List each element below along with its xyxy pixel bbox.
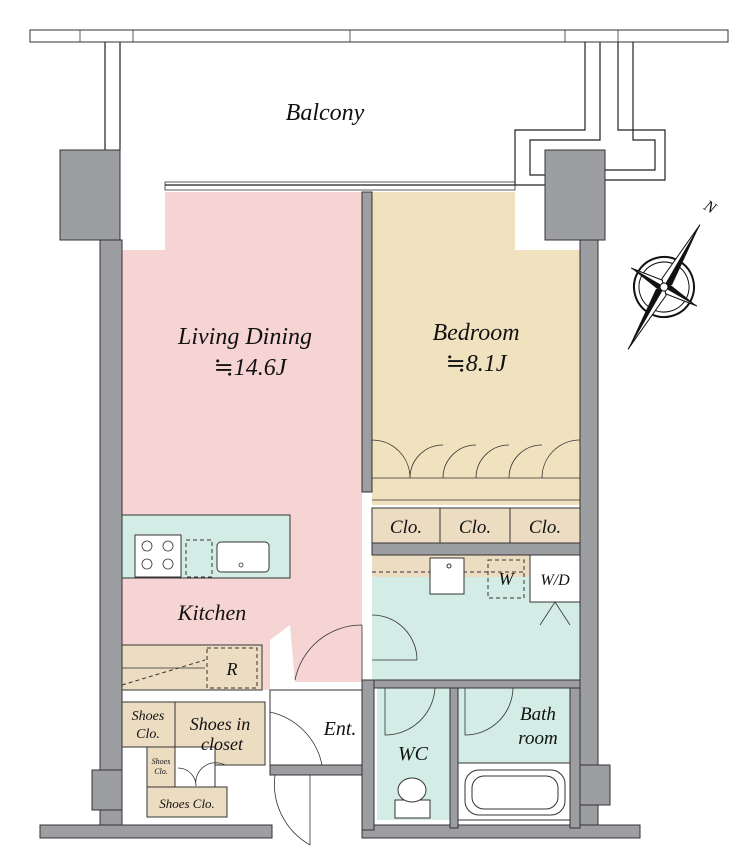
compass-north-label: N [700,197,720,218]
kitchen-label: Kitchen [177,600,246,625]
closet-label: Clo. [390,517,422,538]
fridge-area: R [121,644,263,691]
bath-label: Bath [520,704,556,725]
bedroom-size: ≒8.1J [446,351,508,377]
living-dining-size: ≒14.6J [214,355,288,381]
washer-label: W [499,569,516,589]
living-door [294,624,363,681]
wc: WC [384,687,436,819]
bedroom-closets: Clo. Clo. Clo. [371,507,581,544]
toilet-icon [397,777,427,803]
closet-label: Clo. [529,517,561,538]
shoes-closet-small-label: Clo. [154,767,168,776]
bath-label: room [518,728,557,749]
compass-icon [627,224,701,350]
kitchen-counter [121,514,291,579]
shoes-closet-label: Clo. [136,727,160,742]
bedroom-area [372,192,580,505]
kitchen-sink-icon [216,541,270,573]
bedroom-label: Bedroom [432,320,519,346]
washroom-fixtures: W W/D [371,554,581,661]
shoe-closets: Shoes Clo. Shoes in closet Shoes Clo. Sh… [121,701,266,818]
entrance: Ent. [269,689,363,846]
balcony-label: Balcony [286,100,365,126]
bathroom-area [458,688,570,763]
walls [39,149,641,839]
shoes-closet-small-label: Shoes [152,757,171,766]
washer-dryer-label: W/D [540,572,570,589]
closet-label: Clo. [459,517,491,538]
balcony: Balcony [29,29,729,186]
shoes-in-closet-label: Shoes in [190,714,251,734]
bedroom-closet-doors [371,439,581,501]
bathroom: Bath room [464,687,566,816]
fridge-label: R [226,659,238,679]
wc-label: WC [398,743,429,765]
bathtub-icon [464,769,566,816]
cooktop-icon [134,534,182,578]
shoes-closet-label: Shoes [132,709,165,724]
shoes-closet-bottom-label: Shoes Clo. [159,796,215,811]
washer-space [487,559,525,599]
living-dining-label: Living Dining [177,324,312,350]
shoes-in-closet-label: closet [201,734,244,754]
sink-icon [429,557,465,595]
entrance-label: Ent. [323,718,357,740]
